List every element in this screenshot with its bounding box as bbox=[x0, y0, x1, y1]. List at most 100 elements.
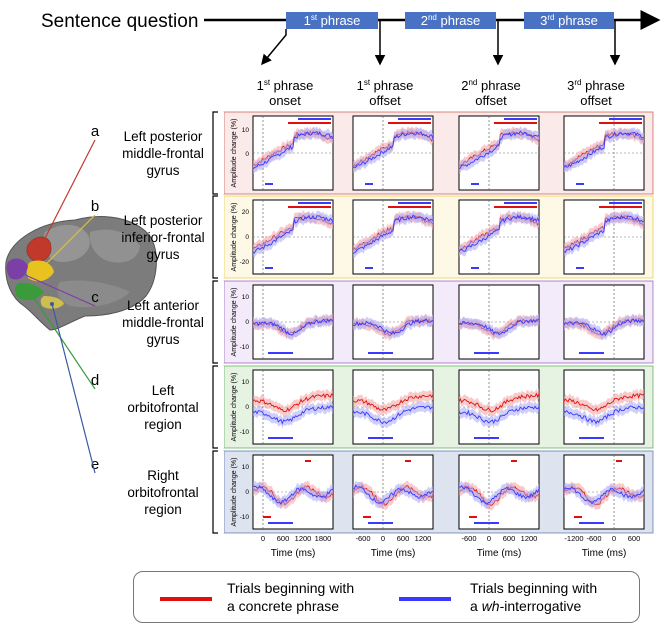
y-tick-label: 20 bbox=[242, 209, 250, 216]
callout-line-c bbox=[13, 269, 96, 307]
blue-trace bbox=[352, 214, 434, 254]
x-axis-label: Time (ms) bbox=[271, 548, 316, 559]
panel-a-4 bbox=[563, 115, 645, 191]
column-header-line2-3: offset bbox=[475, 93, 507, 108]
panel-d-2 bbox=[352, 369, 434, 445]
column-header-line2-4: offset bbox=[580, 93, 612, 108]
y-axis-label: Amplitude change (%) bbox=[231, 373, 238, 442]
blue-error-band bbox=[253, 210, 333, 259]
panel-a-1: Amplitude change (%)100 bbox=[231, 115, 334, 191]
row-letter-d: d bbox=[91, 372, 99, 389]
blue-trace bbox=[458, 130, 540, 170]
blue-trace bbox=[352, 131, 434, 169]
column-header-line1: phrase bbox=[581, 78, 624, 93]
column-header-1: 1st phrase bbox=[257, 78, 314, 93]
panel-b-4 bbox=[563, 199, 645, 275]
x-tick-label: 600 bbox=[397, 534, 410, 543]
y-tick-label: 0 bbox=[245, 404, 249, 411]
column-header-sup: st bbox=[264, 78, 271, 87]
row-bracket bbox=[212, 450, 218, 534]
x-tick-label: 1200 bbox=[521, 534, 538, 543]
blue-error-band bbox=[459, 313, 539, 340]
panel-a-3 bbox=[458, 115, 540, 191]
blue-trace bbox=[563, 214, 645, 254]
x-tick-label: 1800 bbox=[315, 534, 332, 543]
callout-dot bbox=[50, 302, 54, 306]
blue-error-band bbox=[459, 126, 539, 174]
y-tick-label: -10 bbox=[240, 429, 250, 436]
y-tick-label: 0 bbox=[245, 234, 249, 241]
y-axis-label: Amplitude change (%) bbox=[231, 119, 238, 188]
phrase-box-label-3: 3rd phrase bbox=[540, 13, 598, 28]
row-band-cut bbox=[220, 281, 224, 363]
phrase-box-label-1: 1st phrase bbox=[304, 13, 361, 28]
blue-trace bbox=[352, 318, 434, 335]
onset-arrow bbox=[261, 29, 287, 66]
phrase-num: 2 bbox=[421, 13, 428, 28]
blue-trace bbox=[252, 130, 334, 170]
y-axis-label: Amplitude change (%) bbox=[231, 203, 238, 272]
phrase-box-label-2: 2nd phrase bbox=[421, 13, 481, 28]
row-bracket bbox=[212, 195, 218, 279]
row-letter-c: c bbox=[91, 289, 99, 306]
blue-trace bbox=[563, 318, 645, 337]
region-label-line: middle-frontal bbox=[122, 146, 204, 161]
blue-error-band bbox=[253, 126, 333, 174]
blue-error-band bbox=[459, 480, 539, 510]
y-axis-label: Amplitude change (%) bbox=[231, 458, 238, 527]
row-bracket bbox=[212, 365, 218, 449]
blue-trace bbox=[563, 487, 645, 505]
x-tick-label: 0 bbox=[487, 534, 491, 543]
row-band-cut bbox=[220, 451, 224, 533]
x-axis-label: Time (ms) bbox=[371, 548, 416, 559]
x-tick-label: 600 bbox=[503, 534, 516, 543]
red-trace bbox=[458, 392, 540, 413]
panel-e-3 bbox=[458, 454, 540, 530]
y-tick-label: 0 bbox=[245, 319, 249, 326]
y-tick-label: 10 bbox=[242, 379, 250, 386]
phrase-sup: nd bbox=[428, 13, 437, 22]
x-tick-label: 0 bbox=[261, 534, 265, 543]
callout-line-b bbox=[39, 214, 96, 271]
blue-error-band bbox=[253, 314, 333, 341]
blue-trace bbox=[252, 214, 334, 254]
blue-trace bbox=[252, 485, 334, 506]
region-label-line: Left posterior bbox=[124, 213, 203, 228]
row-band-cut bbox=[220, 366, 224, 448]
blue-trace bbox=[563, 405, 645, 425]
x-tick-label: -600 bbox=[355, 534, 370, 543]
region-label-line: middle-frontal bbox=[122, 315, 204, 330]
panel-d-4 bbox=[563, 369, 645, 445]
red-error-band bbox=[353, 389, 433, 416]
blue-error-band bbox=[564, 401, 644, 429]
column-header-num: 2 bbox=[461, 78, 468, 93]
panel-b-2 bbox=[352, 199, 434, 275]
region-label-line: orbitofrontal bbox=[127, 400, 198, 415]
blue-error-band bbox=[353, 210, 433, 259]
callout-line-d bbox=[29, 291, 96, 390]
panel-e-4 bbox=[563, 454, 645, 530]
panel-d-3 bbox=[458, 369, 540, 445]
column-header-2: 1st phrase bbox=[357, 78, 414, 93]
column-header-sup: nd bbox=[468, 78, 477, 87]
column-header-line2-1: onset bbox=[269, 93, 301, 108]
legend-box bbox=[133, 571, 640, 623]
x-tick-label: -600 bbox=[461, 534, 476, 543]
panel-b-3 bbox=[458, 199, 540, 275]
callout-dot bbox=[38, 246, 42, 250]
row-band-cut bbox=[220, 196, 224, 278]
blue-trace bbox=[458, 484, 540, 506]
column-header-sup: st bbox=[364, 78, 371, 87]
blue-error-band bbox=[564, 127, 644, 173]
panel-c-2 bbox=[352, 284, 434, 360]
column-header-num: 1 bbox=[357, 78, 364, 93]
callout-dot bbox=[12, 268, 16, 272]
panel-c-3 bbox=[458, 284, 540, 360]
y-tick-label: 10 bbox=[242, 127, 250, 134]
x-tick-label: -1200 bbox=[564, 534, 583, 543]
blue-trace bbox=[458, 318, 540, 336]
x-tick-label: 0 bbox=[612, 534, 616, 543]
x-tick-label: 1200 bbox=[295, 534, 312, 543]
phrase-num: 3 bbox=[540, 13, 547, 28]
